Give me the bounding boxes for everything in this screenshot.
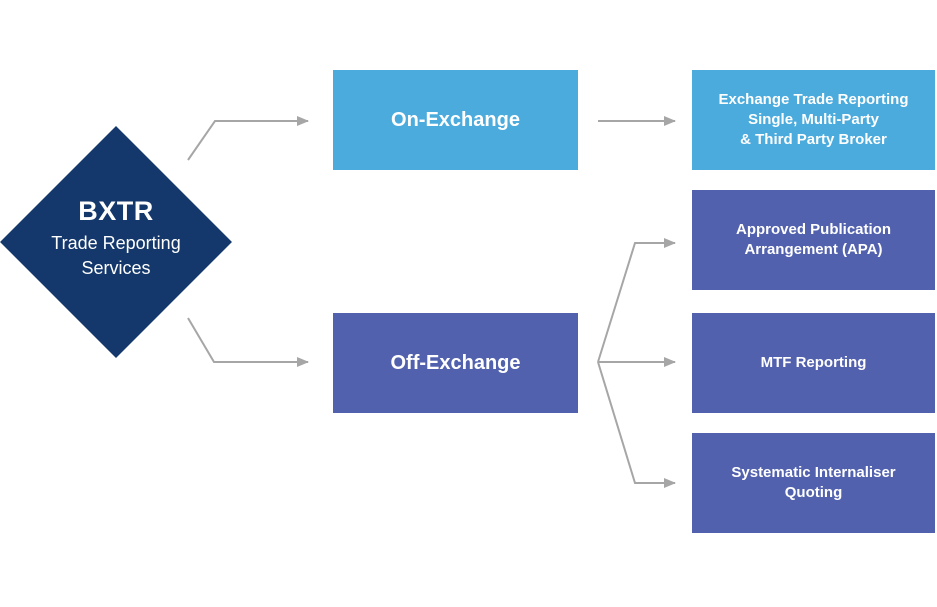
root-subtitle: Trade Reporting Services — [51, 233, 181, 278]
node-exchange-trade-reporting-line: Single, Multi-Party — [748, 111, 879, 128]
node-exchange-trade-reporting: Exchange Trade Reporting Single, Multi-P… — [692, 70, 935, 170]
arrow-root-to-on-exchange — [187, 116, 309, 161]
node-exchange-trade-reporting-line: Exchange Trade Reporting — [718, 91, 909, 108]
arrow-off-exchange-to-apa — [597, 238, 676, 363]
root-node-label: BXTR Trade Reporting Services — [16, 196, 216, 281]
node-off-exchange: Off-Exchange — [333, 313, 578, 413]
node-systematic-internaliser-quoting: Systematic Internaliser Quoting — [692, 433, 935, 533]
node-off-exchange-label: Off-Exchange — [390, 351, 521, 374]
node-apa-line: Arrangement (APA) — [744, 241, 883, 258]
node-mtf-reporting: MTF Reporting — [692, 313, 935, 413]
node-exchange-trade-reporting-line: & Third Party Broker — [740, 131, 887, 148]
node-on-exchange: On-Exchange — [333, 70, 578, 170]
arrow-off-exchange-to-systematic-internaliser — [597, 361, 676, 488]
node-mtf-reporting-line: MTF Reporting — [760, 354, 867, 371]
node-systematic-internaliser-line: Quoting — [784, 484, 843, 501]
arrow-root-to-off-exchange — [187, 317, 309, 367]
node-apa-line: Approved Publication — [735, 221, 891, 238]
root-title: BXTR — [78, 196, 154, 226]
node-on-exchange-label: On-Exchange — [391, 108, 520, 131]
node-systematic-internaliser-line: Systematic Internaliser — [731, 464, 896, 481]
node-apa: Approved Publication Arrangement (APA) — [692, 190, 935, 290]
